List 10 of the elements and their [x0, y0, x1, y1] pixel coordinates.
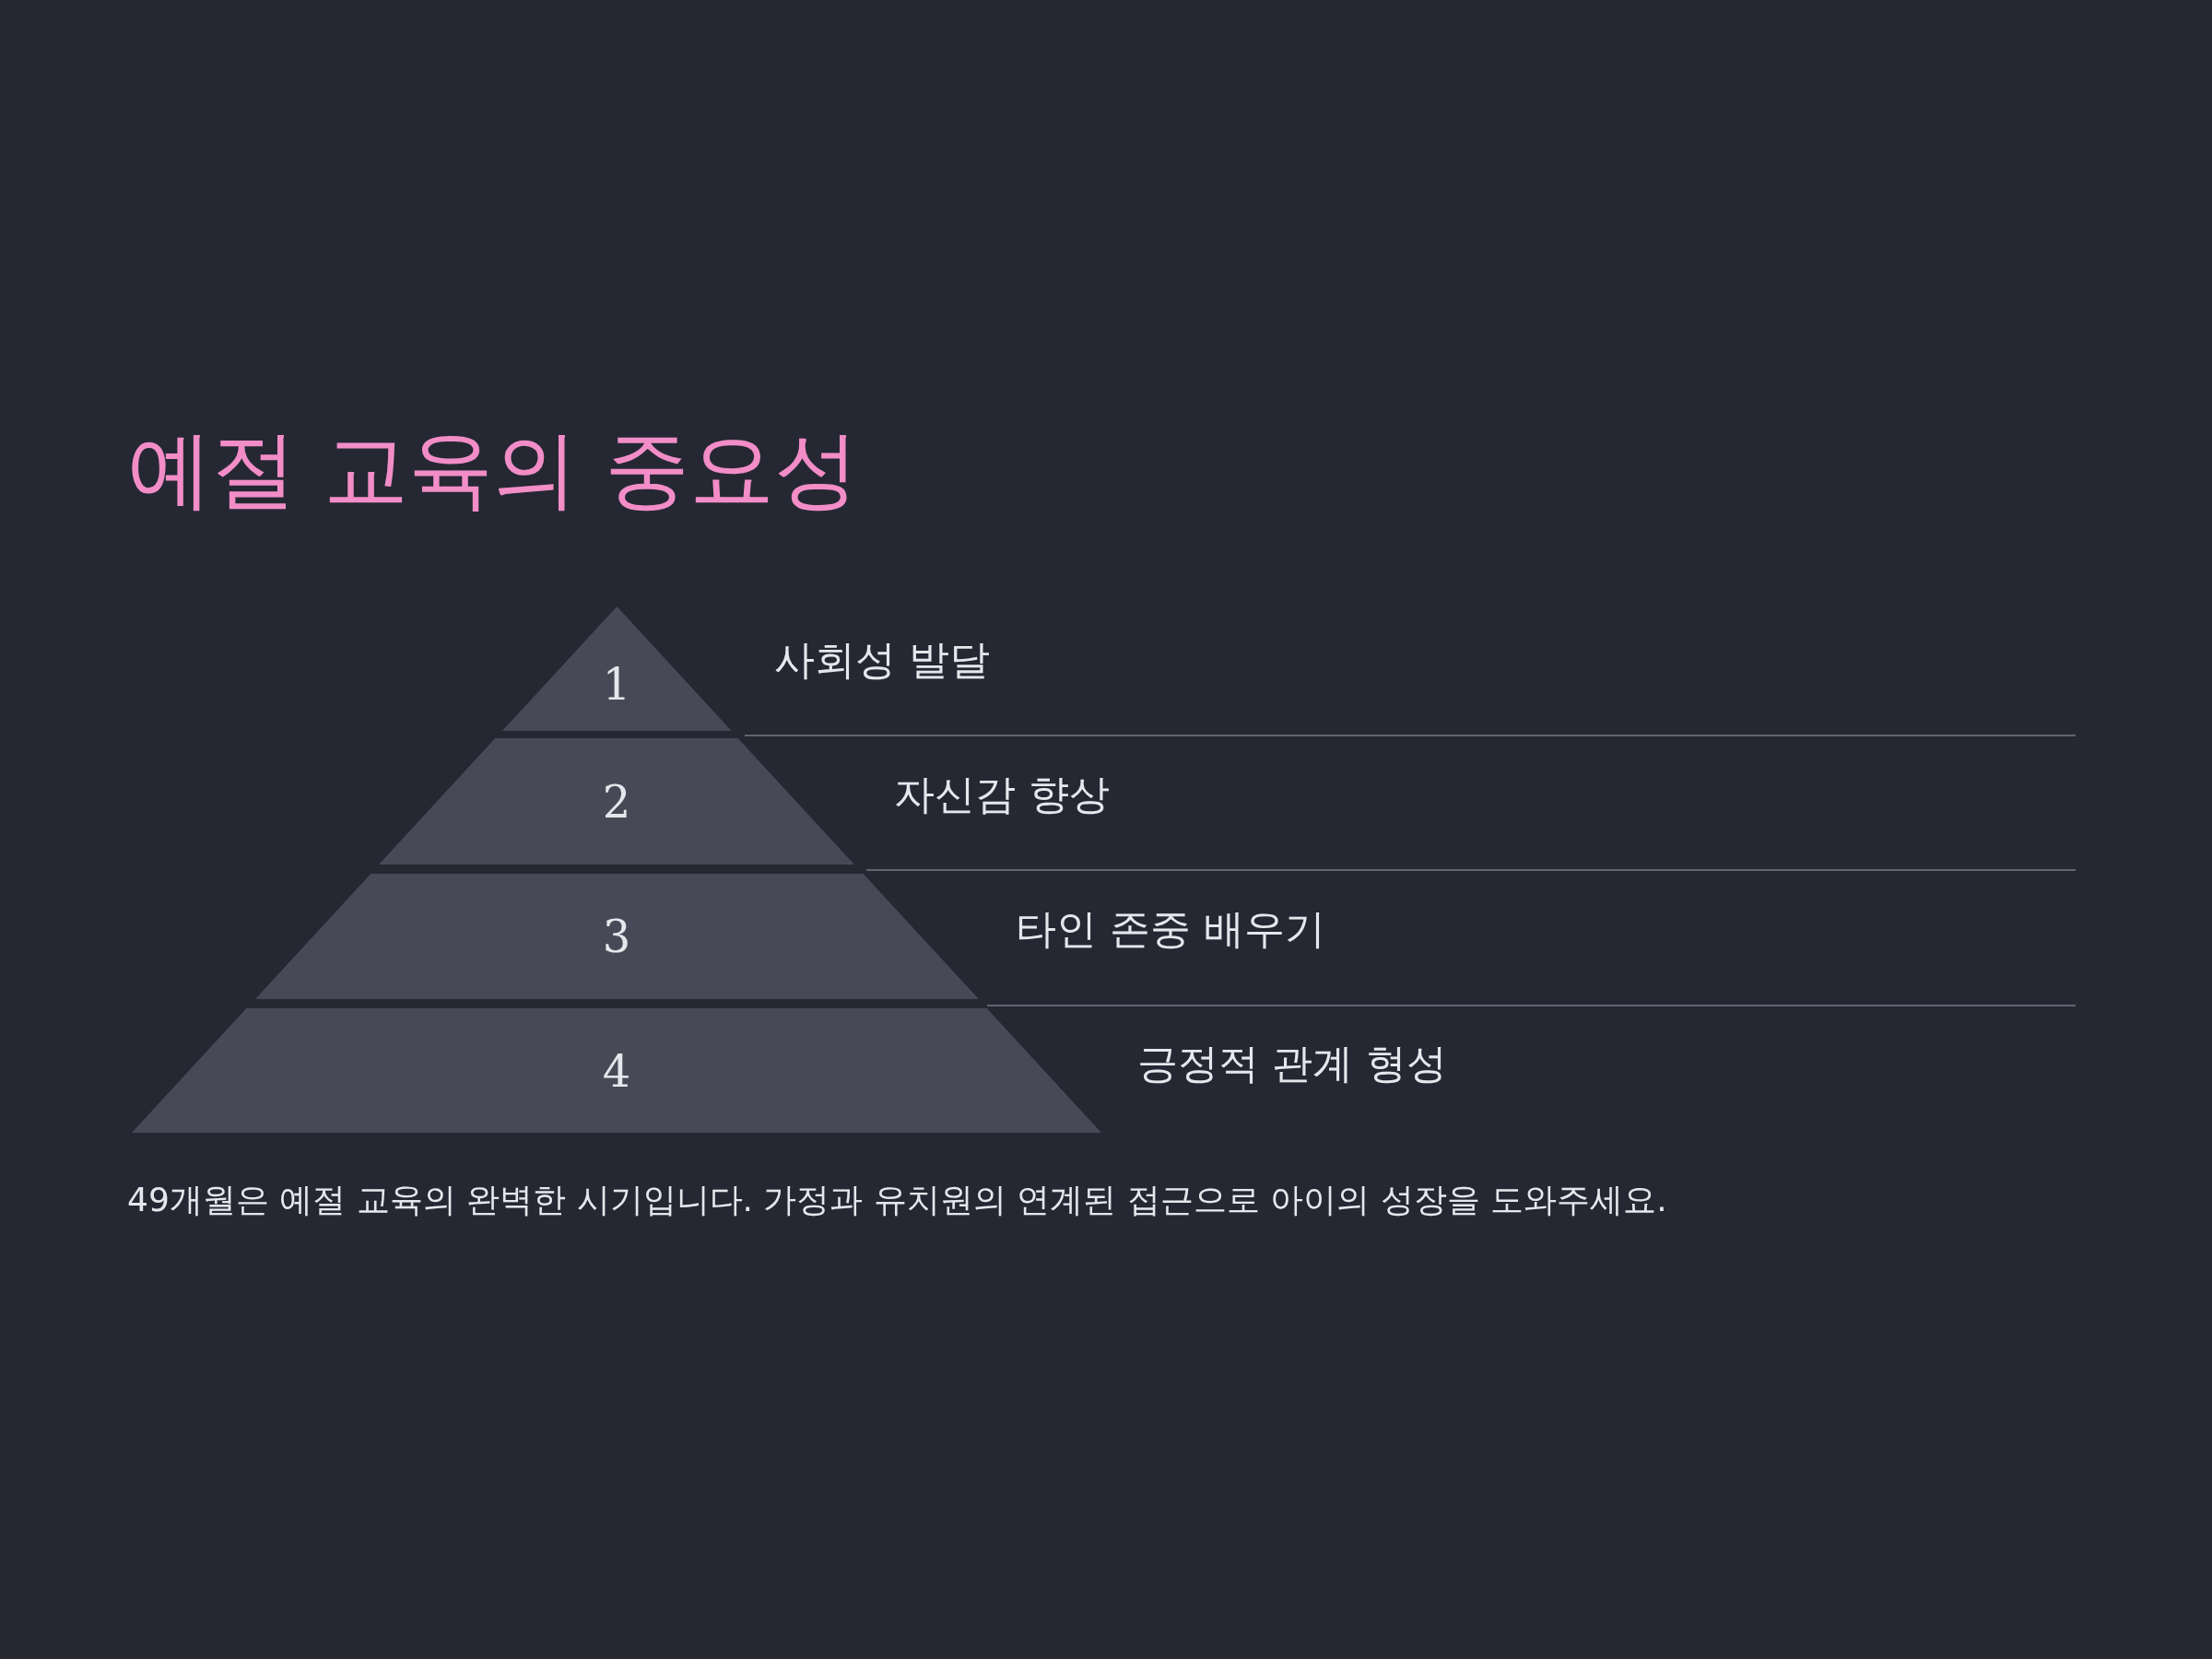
tier-number: 4 [601, 1048, 632, 1093]
tier-number: 2 [601, 779, 632, 824]
caption: 49개월은 예절 교육의 완벽한 시기입니다. 가정과 유치원의 연계된 접근으로 아이의 성장을 도와주세요. [127, 1180, 1667, 1220]
tier-label: 사회성 발달 [774, 636, 990, 685]
tier-number: 1 [601, 661, 632, 706]
tier-label: 타인 존중 배우기 [1016, 905, 1325, 954]
tier-number: 3 [601, 914, 632, 959]
tier-label: 자신감 향상 [894, 771, 1110, 819]
tier-label: 긍정적 관계 형성 [1137, 1040, 1447, 1088]
title: 예절 교육의 중요성 [127, 419, 860, 521]
